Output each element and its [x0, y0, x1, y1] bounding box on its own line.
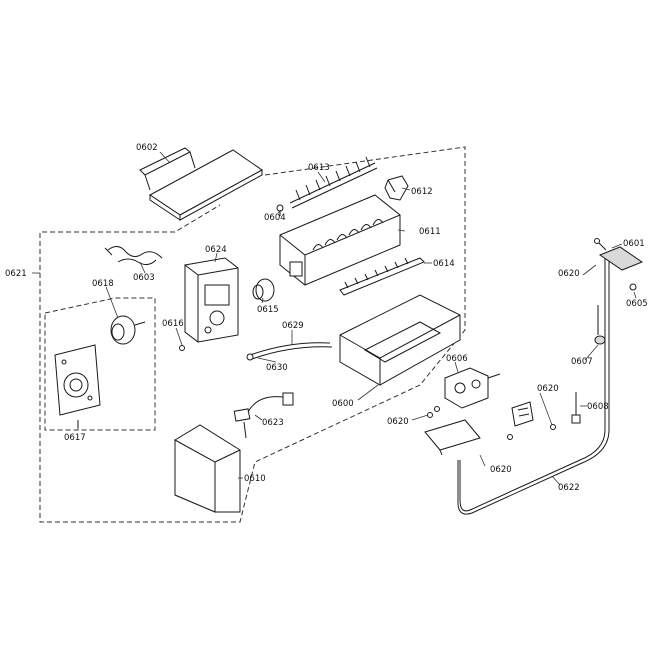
part-0606-valve	[444, 367, 501, 409]
part-0622-water-tube	[457, 255, 610, 515]
part-0600-tray	[339, 294, 461, 386]
part-0601-fill-cup	[594, 238, 644, 271]
part-0618-thermostat	[110, 315, 146, 345]
label-0623: 0623	[262, 418, 284, 428]
label-0620-cup: 0620	[558, 269, 580, 279]
part-0611-ice-mold	[279, 194, 401, 286]
part-0620-fittings	[424, 406, 556, 456]
part-valve-bracket	[511, 401, 534, 427]
label-0621: 0621	[5, 269, 27, 279]
label-0605: 0605	[626, 299, 648, 309]
part-0605-nut	[629, 283, 637, 291]
label-0624: 0624	[205, 245, 227, 255]
label-0610: 0610	[244, 474, 266, 484]
part-0629-tube	[246, 342, 333, 361]
label-0620-fitting: 0620	[490, 465, 512, 475]
part-0602-cover	[139, 147, 263, 221]
part-0612-bracket	[384, 175, 409, 201]
part-0624-housing	[184, 257, 239, 344]
label-0617: 0617	[64, 433, 86, 443]
label-0600: 0600	[332, 399, 354, 409]
label-0604: 0604	[264, 213, 286, 223]
part-0608-clip	[571, 392, 581, 424]
label-0615: 0615	[257, 305, 279, 315]
part-0610-bin	[174, 424, 241, 513]
part-0614-heater	[339, 257, 425, 296]
label-0620-screw: 0620	[537, 384, 559, 394]
label-0607: 0607	[571, 357, 593, 367]
label-0603: 0603	[133, 273, 155, 283]
label-0602: 0602	[136, 143, 158, 153]
part-0603-harness	[104, 246, 163, 266]
label-0629: 0629	[282, 321, 304, 331]
part-0607-clamp	[594, 305, 606, 345]
part-0615-motor	[252, 278, 275, 302]
label-0611: 0611	[419, 227, 441, 237]
assembly-boundary-motor	[44, 297, 156, 431]
label-0612: 0612	[411, 187, 433, 197]
label-0606: 0606	[446, 354, 468, 364]
label-0618: 0618	[92, 279, 114, 289]
label-0613: 0613	[308, 163, 330, 173]
part-0623-sensor	[233, 392, 294, 439]
part-0616-screw	[179, 345, 185, 351]
part-0617-plate	[54, 344, 101, 428]
part-0613-ejector	[289, 156, 378, 209]
label-0614: 0614	[433, 259, 455, 269]
leader-lines	[32, 151, 637, 486]
assembly-boundary-outer	[39, 146, 466, 523]
label-0630: 0630	[266, 363, 288, 373]
label-0622: 0622	[558, 483, 580, 493]
label-0601: 0601	[623, 239, 645, 249]
label-0616: 0616	[162, 319, 184, 329]
label-0608: 0608	[587, 402, 609, 412]
label-0620-valve: 0620	[387, 417, 409, 427]
part-labels: 0602 0613 0612 0604 0611 0624 0603 0614 …	[5, 143, 648, 493]
